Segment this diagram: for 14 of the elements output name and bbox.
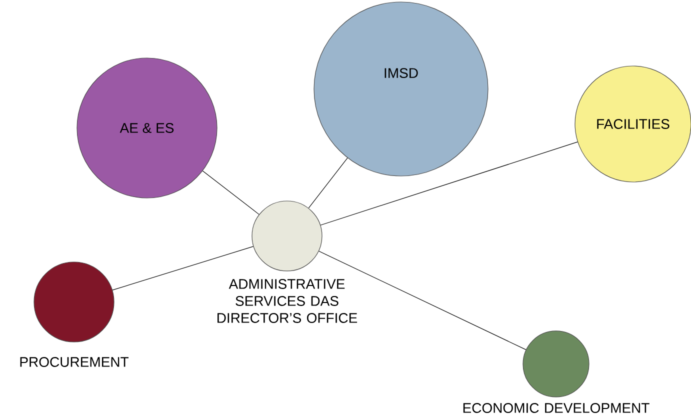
circle-node [522, 330, 590, 398]
connector-line [112, 246, 254, 290]
circle-node: FACILITIES [574, 66, 691, 182]
circle-node [34, 262, 114, 342]
node-caption: ADMINISTRATIVE SERVICES DAS DIRECTOR’S OFFICE [218, 279, 358, 323]
connector-line [318, 250, 526, 350]
circle-node: IMSD [314, 2, 488, 176]
node-caption: ECONOMIC DEVELOPMENT [463, 403, 650, 413]
circle-node: AE & ES [76, 58, 218, 198]
connector-line [320, 142, 578, 226]
node-caption: PROCUREMENT [20, 357, 128, 367]
connector-line [308, 158, 348, 208]
connector-line [202, 170, 260, 215]
circle-node [252, 200, 322, 272]
